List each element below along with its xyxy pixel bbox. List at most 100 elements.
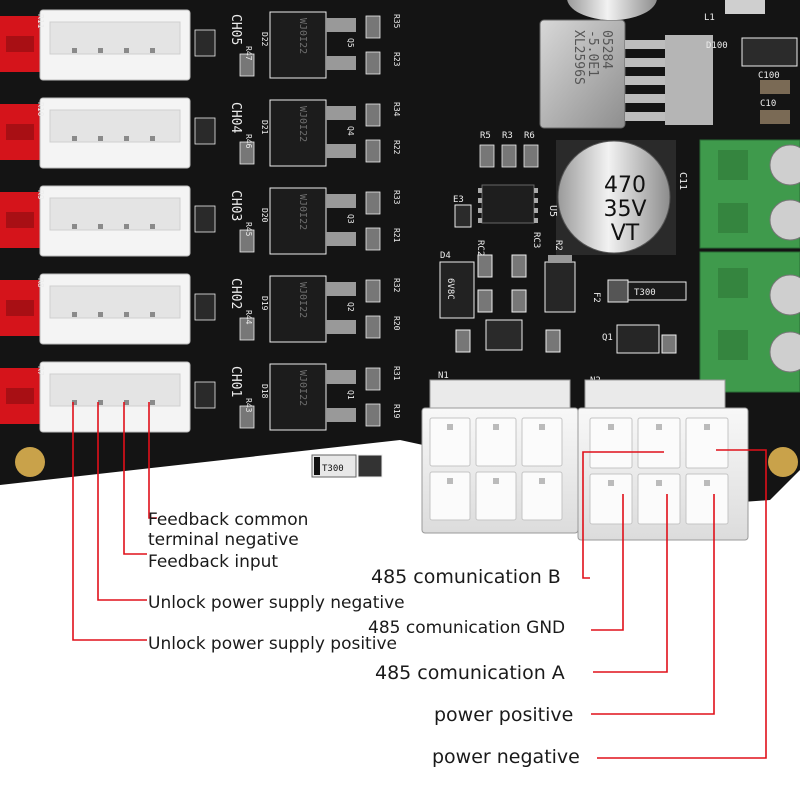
molex-cell [589,473,633,525]
channel-name: CH03 [228,190,243,221]
ic-chip: U5 [478,184,558,224]
regulator-text-1: XL2596S [571,30,586,85]
label-q: Q3 [346,214,355,224]
mosfet [269,275,327,343]
label-resistor-c: R21 [392,228,401,243]
label-diode: D22 [260,32,269,47]
label-diode: D19 [260,296,269,311]
label-diode: D20 [260,208,269,223]
channel-name: CH01 [228,366,243,397]
label-q: Q4 [346,126,355,136]
label-n1: N1 [438,371,449,381]
label-resistor-c: R23 [392,52,401,67]
center-resistors: R5 R3 R6 [479,131,539,168]
label-q: Q1 [346,390,355,400]
molex-cell [475,471,517,521]
label-d4: D4 [440,251,451,261]
molex-connector-n1 [421,379,579,534]
label-485-b: 485 comunication B [371,566,561,588]
label-r-left: R8 [36,278,45,288]
label-feedback-input: Feedback input [148,552,279,572]
mosfet-text: WJ0I22 [297,282,308,318]
molex-cell [637,473,681,525]
molex-cell [521,471,563,521]
leader-power-negative [597,449,767,759]
label-c10: C10 [760,99,776,109]
label-l1: L1 [704,13,715,23]
label-r-left: R10 [36,102,45,117]
label-resistor-b: R34 [392,102,401,117]
leader-unlock-negative [97,402,147,601]
tvs-diode: 6V8C D4 [439,251,475,319]
label-feedback-common-2: terminal negative [148,530,299,550]
label-resistor-a: R45 [244,222,253,237]
label-resistor-c: R20 [392,316,401,331]
label-q: Q5 [346,38,355,48]
leader-unlock-positive [72,402,147,641]
label-r-left: R11 [36,14,45,29]
regulator-ic: XL2596S -5.0E1 05284 [539,19,713,129]
mosfet [269,187,327,255]
cap-text-3: VT [611,221,640,246]
leader-485-gnd [591,494,624,631]
molex-cell [521,417,563,467]
leader-feedback-input [123,402,147,555]
label-t300-bottom: T300 [322,464,344,474]
label-power-positive: power positive [434,704,574,726]
label-resistor-b: R31 [392,366,401,381]
leader-power-positive [591,494,715,715]
resistor [501,144,517,168]
label-d100: D100 [706,41,728,51]
label-f2: F2 [591,292,601,303]
molex-cell [685,417,729,469]
leader-485-a [593,494,668,673]
label-resistor: R6 [524,131,535,141]
channel-name: CH05 [228,14,243,45]
leader-feedback-common [148,402,157,519]
electrolytic-capacitor: 470 35V VT C11 [556,140,688,255]
label-t300-right: T300 [634,288,656,298]
label-resistor-a: R43 [244,398,253,413]
mosfet-text: WJ0I22 [297,18,308,54]
label-feedback-common-1: Feedback common [148,510,309,530]
label-resistor-b: R35 [392,14,401,29]
label-485-a: 485 comunication A [375,662,565,684]
label-c11: C11 [677,172,688,190]
resistor [479,144,495,168]
molex-cell [685,473,729,525]
mounting-hole [15,447,45,477]
label-485-gnd: 485 comunication GND [368,618,566,638]
label-resistor-a: R47 [244,46,253,61]
channel-name: CH02 [228,278,243,309]
label-resistor-a: R44 [244,310,253,325]
label-r2: R2 [553,240,563,251]
label-resistor-a: R46 [244,134,253,149]
mosfet [269,363,327,431]
label-resistor-c: R22 [392,140,401,155]
label-unlock-negative: Unlock power supply negative [148,593,405,613]
channel-name: CH04 [228,102,243,133]
regulator-text-3: 05284 [599,30,614,69]
label-6v8c: 6V8C [445,278,455,300]
label-resistor: R5 [480,131,491,141]
leader-485-b [582,451,664,579]
mosfet [269,11,327,79]
label-resistor: R3 [502,131,513,141]
label-resistor-b: R32 [392,278,401,293]
label-e3: E3 [453,195,464,205]
label-rc2: RC2 [475,240,485,256]
label-unlock-positive: Unlock power supply positive [148,634,397,654]
label-r-left: R9 [36,190,45,200]
label-power-negative: power negative [432,746,580,768]
mosfet-text: WJ0I22 [297,370,308,406]
top-capacitor [567,0,657,20]
terminal-block-top [699,139,800,249]
